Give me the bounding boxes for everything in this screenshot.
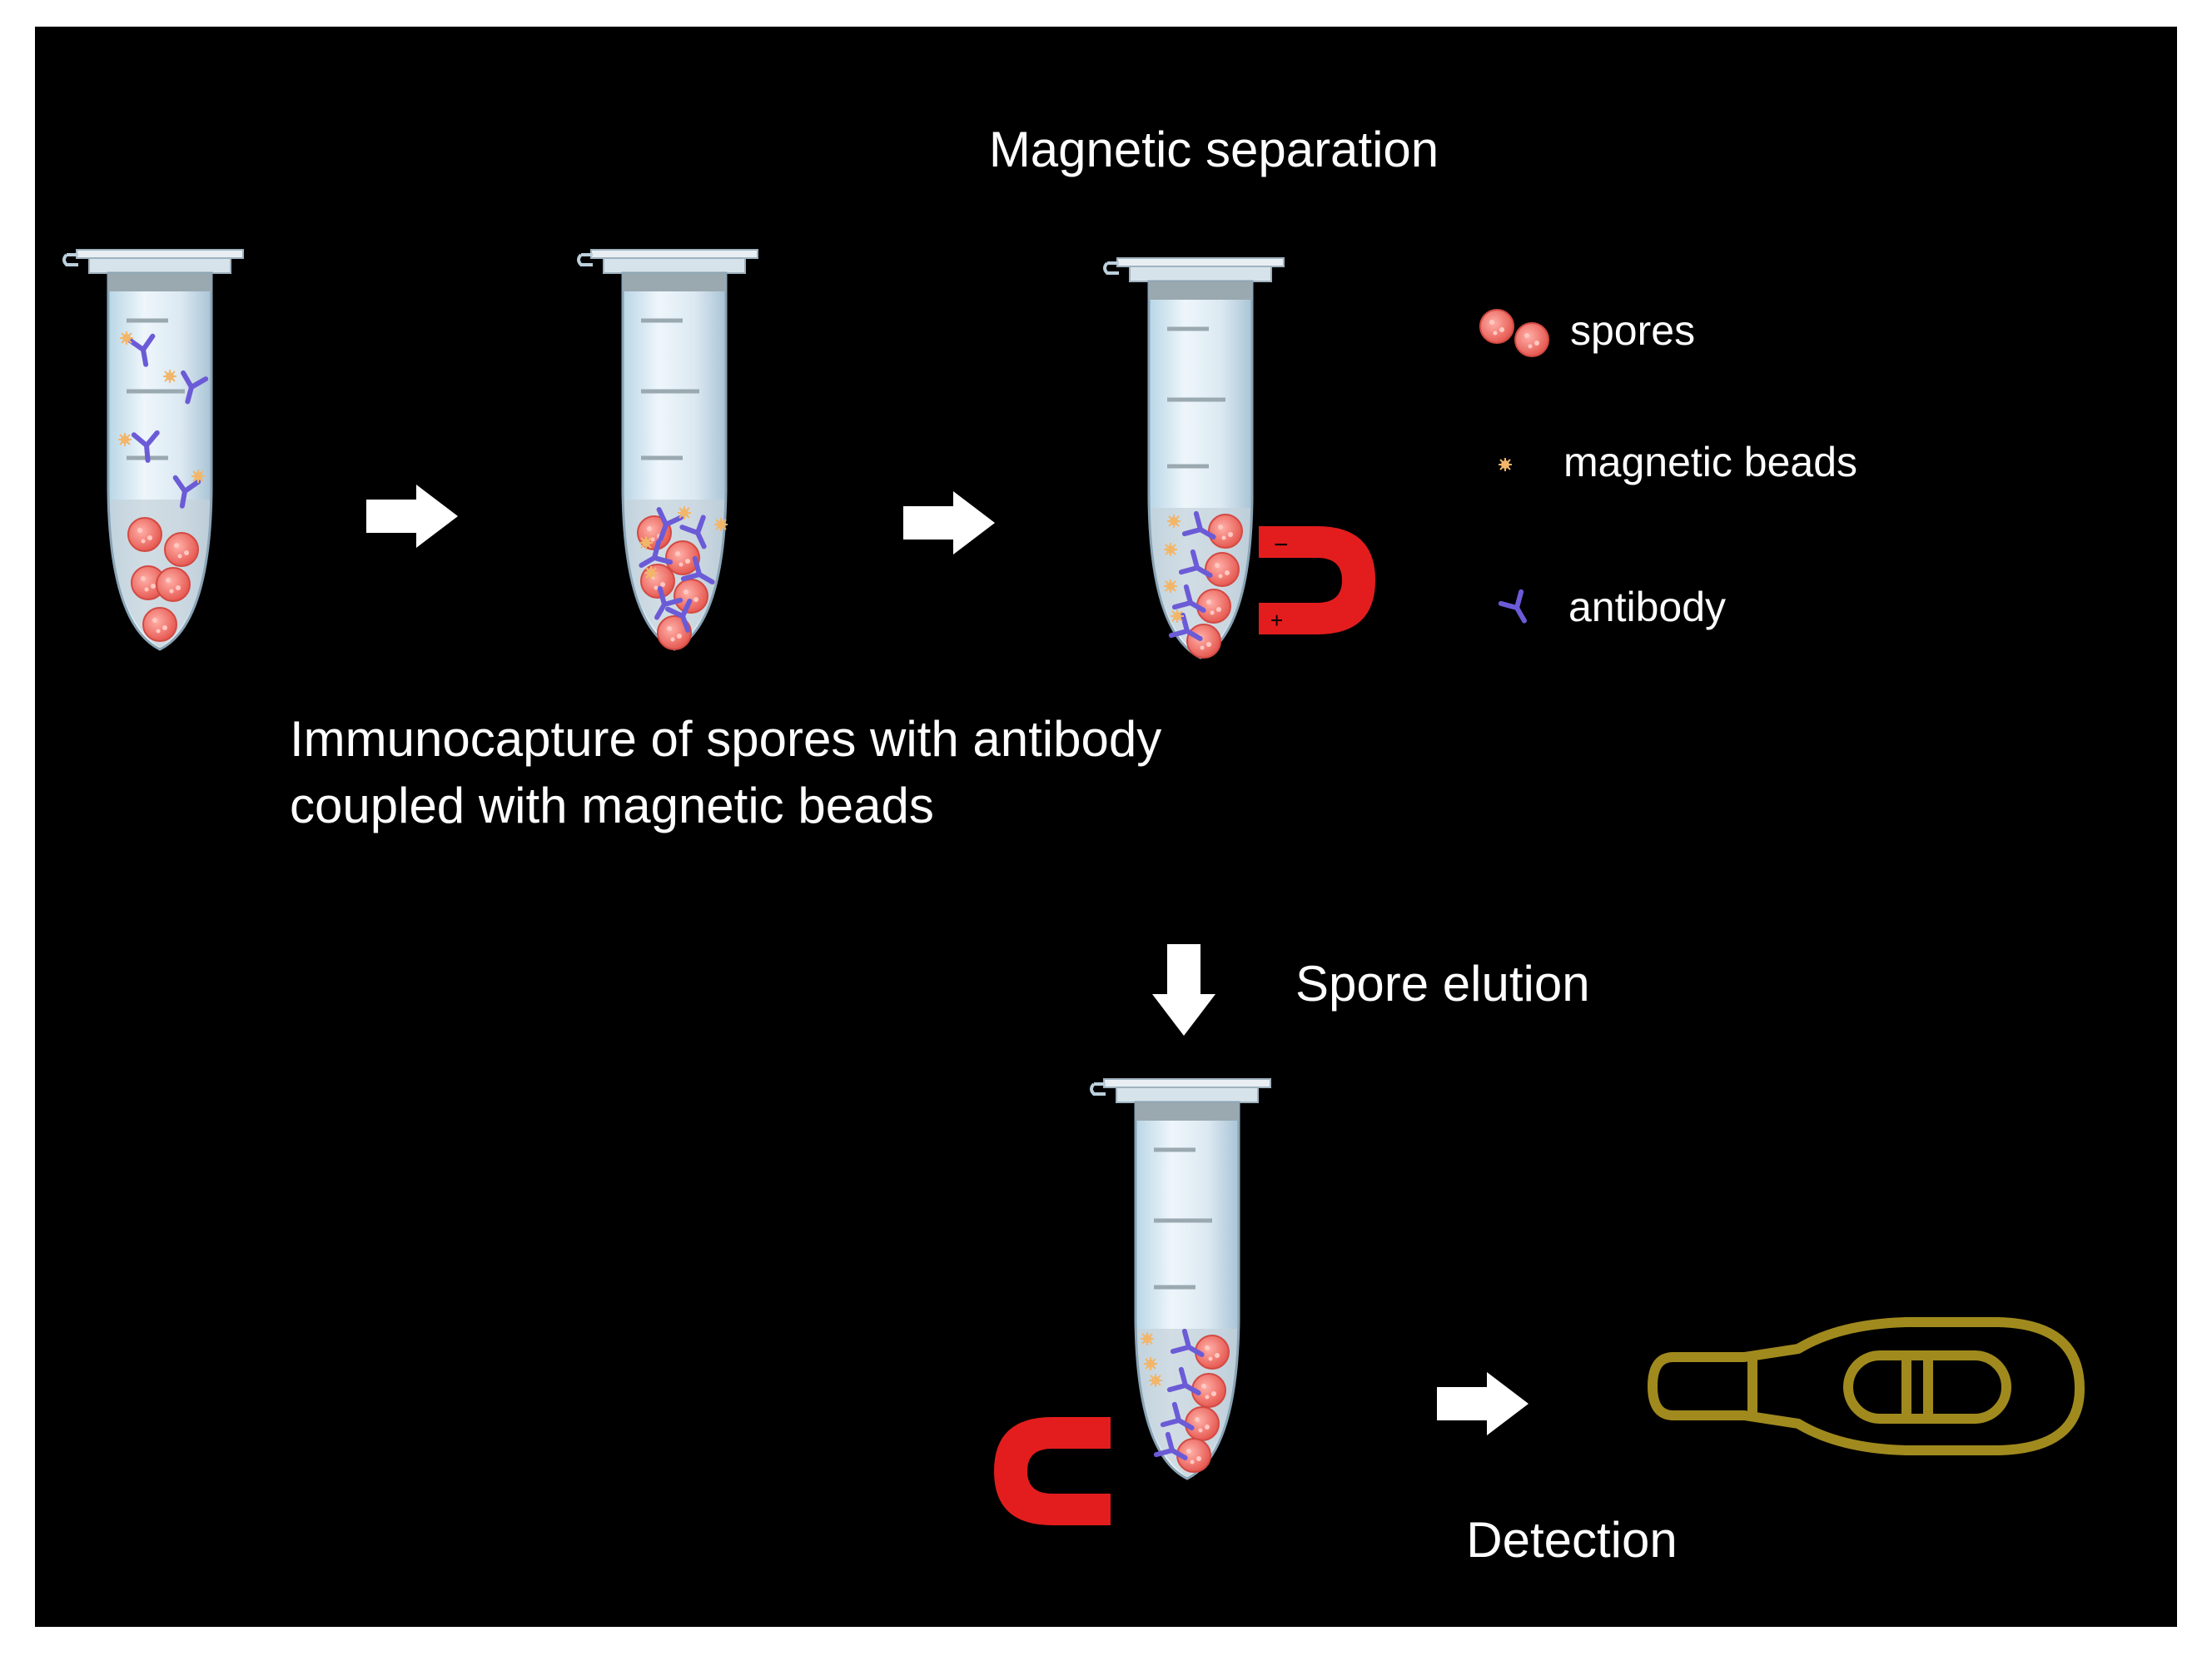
magnet-top-pole-lower: + <box>1270 608 1283 633</box>
spore-elution-label: Spore elution <box>1295 956 1590 1012</box>
magnet-bottom-pole-upper: + <box>1087 1319 1100 1344</box>
legend: spores magnetic beads antibody <box>1479 307 1857 630</box>
immunocapture-caption-line2: coupled with magnetic beads <box>290 778 934 833</box>
detection-label: Detection <box>1466 1512 1677 1568</box>
magnetic-separation-label: Magnetic separation <box>989 122 1439 177</box>
magnet-top-pole-upper: − <box>1274 531 1289 559</box>
legend-spores-label: spores <box>1570 307 1695 354</box>
lateral-flow-device <box>1647 1317 2085 1455</box>
legend-antibody-label: antibody <box>1568 584 1726 630</box>
immunocapture-caption-line1: Immunocapture of spores with antibody <box>290 711 1161 767</box>
magnet-top: − + <box>1259 526 1375 634</box>
magnet-bottom-pole-lower: − <box>1084 1392 1099 1420</box>
diagram-background <box>35 27 2177 1627</box>
legend-magnetic-beads-icon <box>1498 457 1513 472</box>
legend-magnetic-beads-label: magnetic beads <box>1563 439 1857 485</box>
